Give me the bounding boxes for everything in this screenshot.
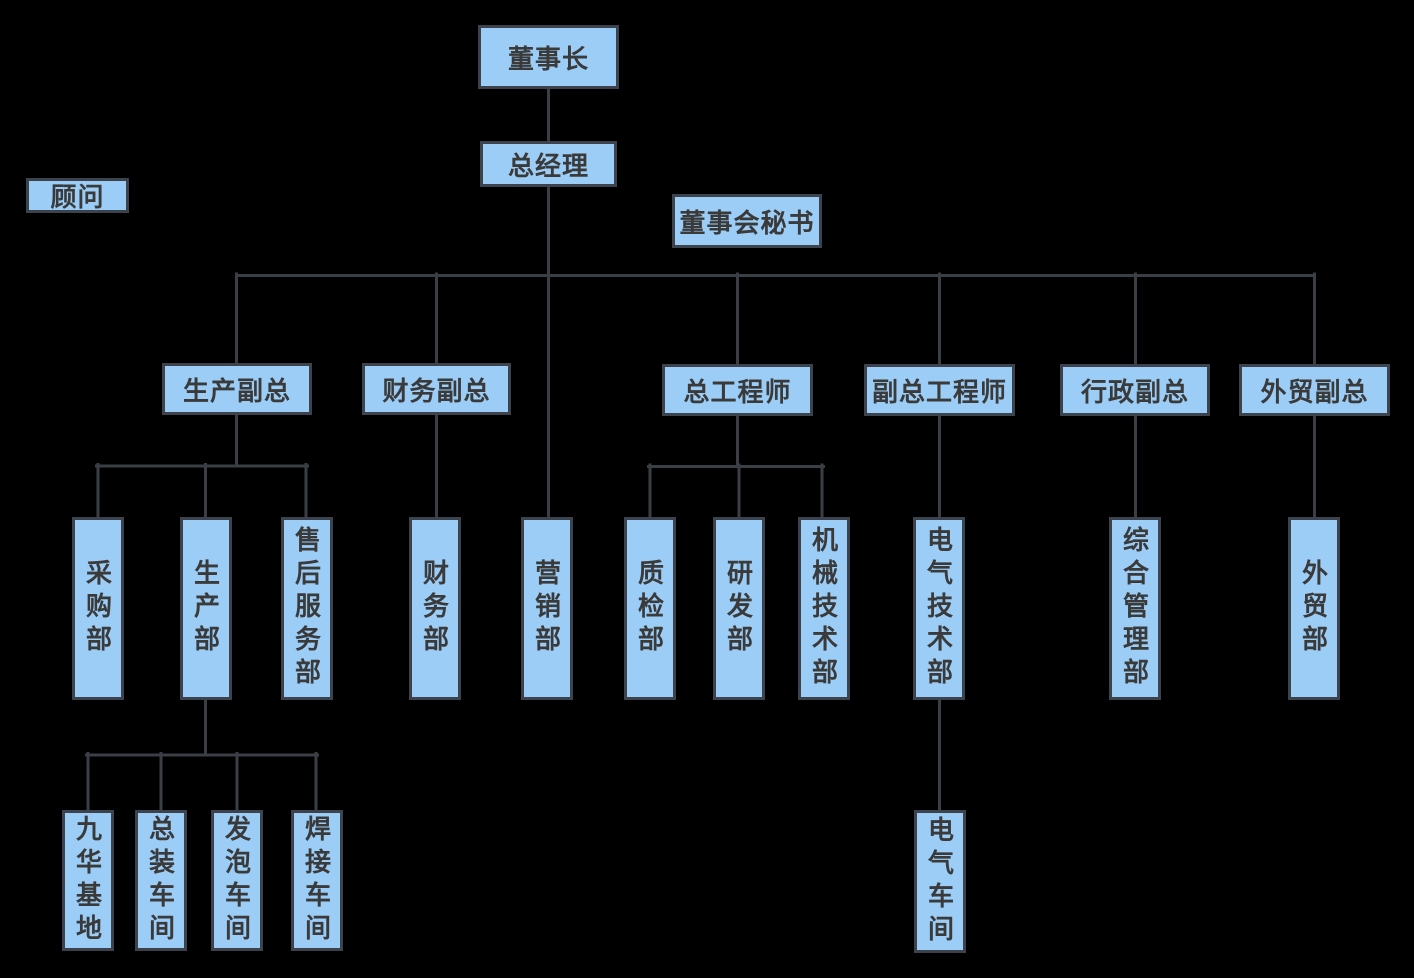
node-chairman[interactable]: 董事长 — [478, 25, 619, 89]
node-foaming-workshop[interactable]: 发泡车间 — [211, 810, 263, 951]
node-purchasing-dept[interactable]: 采购部 — [72, 517, 124, 700]
node-marketing-dept[interactable]: 营销部 — [521, 517, 573, 700]
node-electrical-workshop[interactable]: 电气车间 — [914, 810, 966, 953]
node-deputy-chief-engineer[interactable]: 副总工程师 — [864, 364, 1015, 416]
node-vp-foreign-trade[interactable]: 外贸副总 — [1239, 364, 1390, 416]
node-vp-admin[interactable]: 行政副总 — [1060, 364, 1210, 416]
node-jiuhua-base[interactable]: 九华基地 — [62, 810, 114, 951]
node-chief-engineer[interactable]: 总工程师 — [662, 364, 813, 416]
node-qc-dept[interactable]: 质检部 — [624, 517, 676, 700]
node-assembly-workshop[interactable]: 总装车间 — [135, 810, 187, 951]
node-after-sales-dept[interactable]: 售后服务部 — [281, 517, 333, 700]
node-foreign-trade-dept[interactable]: 外贸部 — [1288, 517, 1340, 700]
node-vp-finance[interactable]: 财务副总 — [362, 363, 511, 415]
node-electrical-tech-dept[interactable]: 电气技术部 — [913, 517, 965, 700]
node-mechanical-tech-dept[interactable]: 机械技术部 — [798, 517, 850, 700]
node-production-dept[interactable]: 生产部 — [180, 517, 232, 700]
node-advisor[interactable]: 顾问 — [26, 178, 129, 213]
node-rd-dept[interactable]: 研发部 — [713, 517, 765, 700]
node-general-mgmt-dept[interactable]: 综合管理部 — [1109, 517, 1161, 700]
node-finance-dept[interactable]: 财务部 — [409, 517, 461, 700]
node-vp-production[interactable]: 生产副总 — [162, 363, 312, 415]
node-welding-workshop[interactable]: 焊接车间 — [291, 810, 343, 951]
node-board-secretary[interactable]: 董事会秘书 — [672, 194, 822, 248]
node-general-manager[interactable]: 总经理 — [480, 141, 617, 187]
